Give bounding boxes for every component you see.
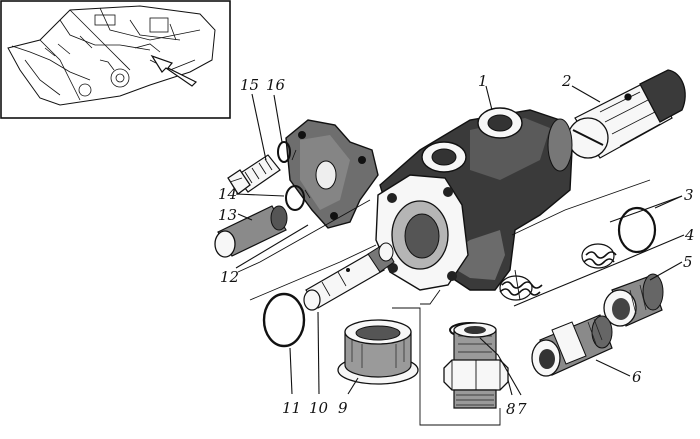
- part-4-springs: [499, 243, 617, 301]
- part-5-sleeve: [603, 273, 664, 327]
- leader-lines: [235, 85, 685, 426]
- label-part-7: 7: [517, 400, 527, 418]
- label-part-1: 1: [478, 72, 488, 90]
- label-part-9: 9: [338, 399, 348, 417]
- label-part-10: 10: [309, 399, 329, 417]
- part-9-bushing: [337, 319, 419, 385]
- label-part-16: 16: [266, 76, 286, 94]
- part-13-pin: [214, 205, 288, 258]
- label-part-2: 2: [561, 72, 572, 90]
- part-8-hex-fitting: [443, 322, 509, 409]
- part-11-large-o-ring: [262, 292, 306, 348]
- part-6-union-fitting: [531, 314, 613, 377]
- label-part-13: 13: [218, 206, 237, 224]
- label-part-5: 5: [683, 253, 693, 271]
- part-15-bolt: [227, 154, 281, 195]
- label-part-8: 8: [506, 400, 516, 418]
- label-part-6: 6: [632, 368, 642, 386]
- label-part-11: 11: [282, 399, 301, 417]
- part-2-spool: [567, 69, 686, 159]
- part-12-cover-plate: [285, 119, 379, 229]
- part-3-o-ring: [617, 206, 657, 254]
- part-1-valve-body: [375, 107, 573, 291]
- machine-sketch: [7, 5, 216, 106]
- label-part-12: 12: [220, 268, 239, 286]
- part-number-labels: 1 2 3 4 5 6 7 8 9 10 11 12 13 14 15 16: [218, 72, 695, 418]
- label-part-3: 3: [684, 186, 694, 204]
- part-16-spring-washer: [277, 141, 291, 163]
- location-arrow: [150, 54, 198, 87]
- label-part-4: 4: [684, 226, 695, 244]
- part-14-small-o-ring: [285, 185, 305, 211]
- part-10-shaft: [303, 242, 395, 311]
- label-part-15: 15: [240, 76, 259, 94]
- label-part-14: 14: [218, 185, 237, 203]
- location-inset: [0, 0, 231, 119]
